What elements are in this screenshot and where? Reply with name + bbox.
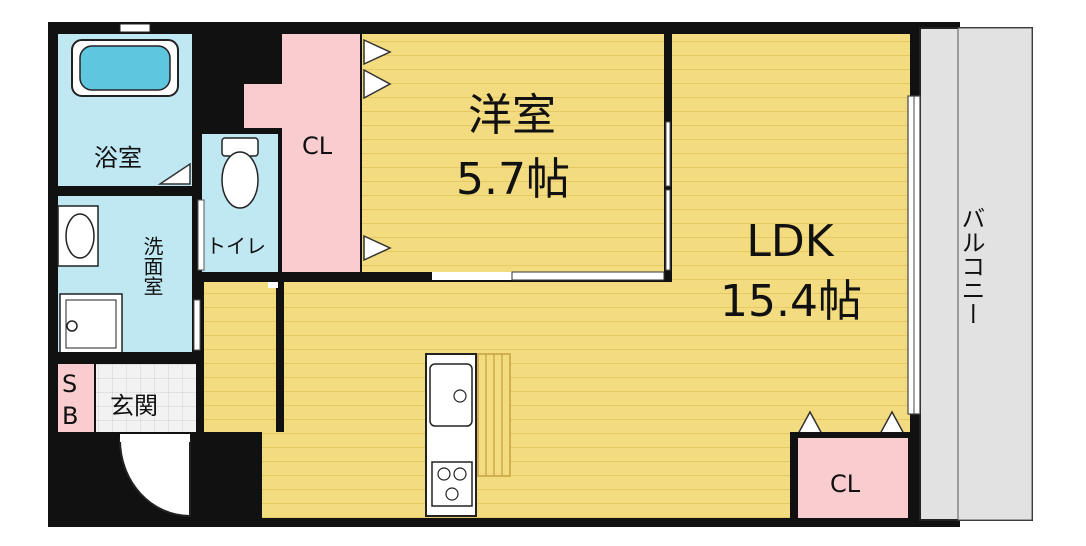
bath-label: 浴室: [94, 144, 142, 172]
closet-bottom: [796, 436, 908, 518]
shoe-box-b: B: [62, 402, 79, 430]
hall-floor: [204, 282, 276, 432]
toilet-bowl: [221, 151, 259, 209]
balcony-label: バルコニー: [957, 206, 985, 326]
entrance-label: 玄関: [110, 392, 158, 420]
closet-top: [244, 34, 360, 272]
kitchen-sink: [429, 363, 473, 427]
western-room-size: 5.7帖: [456, 154, 570, 205]
western-room-name: 洋室: [468, 90, 556, 141]
western-room-floor: [362, 34, 664, 272]
entrance-floor: [96, 364, 196, 432]
shoe-box: [58, 364, 94, 432]
ldk-name: LDK: [746, 216, 834, 267]
entrance-door: [118, 439, 191, 518]
shoe-box-s: S: [62, 370, 78, 398]
closet-top-label: CL: [302, 132, 333, 160]
toilet-label: トイレ: [206, 234, 266, 258]
washroom-label: 洗面室: [140, 236, 164, 296]
closet-bottom-label: CL: [830, 470, 861, 498]
ldk-size: 15.4帖: [720, 276, 862, 327]
